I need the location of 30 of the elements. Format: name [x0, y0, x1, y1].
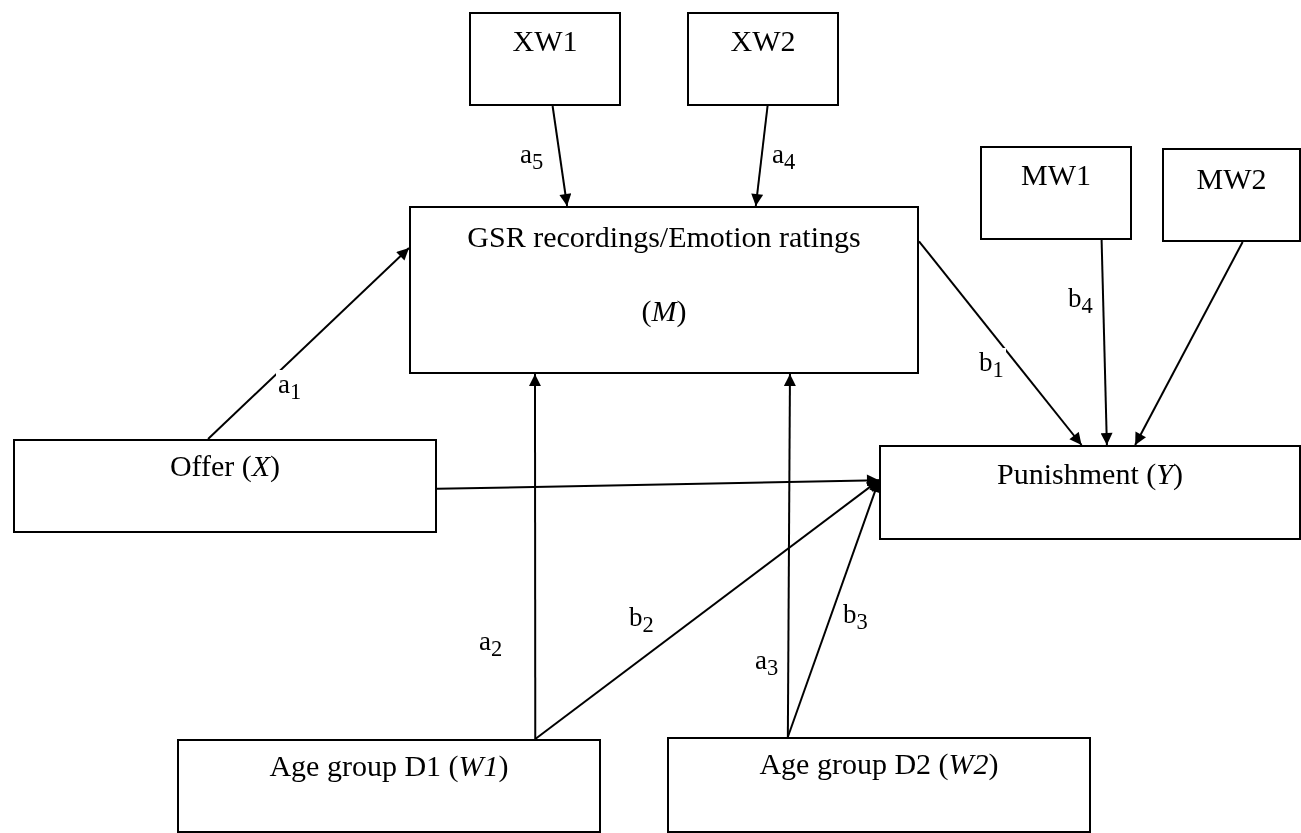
arrow [534, 479, 880, 740]
variable-box [177, 739, 601, 833]
arrow [1134, 241, 1244, 446]
variable-box [980, 146, 1132, 240]
variable-box [469, 12, 621, 106]
arrow [918, 240, 1083, 446]
node-label: (M) [641, 294, 687, 328]
node-label: Age group D2 (W2) [759, 747, 999, 781]
variable-box [879, 445, 1301, 540]
variable-box [687, 12, 839, 106]
arrow [1100, 239, 1113, 446]
variable-box [13, 439, 437, 533]
arrow [207, 247, 410, 440]
node-label: Punishment (Y) [997, 457, 1183, 491]
arrow [786, 479, 881, 738]
variable-box [409, 206, 919, 374]
node-label: XW2 [730, 24, 796, 58]
node-label: XW1 [512, 24, 578, 58]
node-label: MW2 [1196, 162, 1267, 196]
arrow [436, 474, 880, 490]
arrow [783, 373, 796, 738]
node-label: MW1 [1021, 158, 1091, 192]
node-label: Offer (X) [169, 449, 281, 483]
node-label: Age group D1 (W1) [269, 749, 509, 783]
variable-box [667, 737, 1091, 833]
arrow [529, 373, 541, 740]
variable-box [1162, 148, 1301, 242]
node-label: GSR recordings/Emotion ratings [467, 220, 861, 254]
arrow [551, 105, 572, 207]
arrow [751, 105, 769, 207]
